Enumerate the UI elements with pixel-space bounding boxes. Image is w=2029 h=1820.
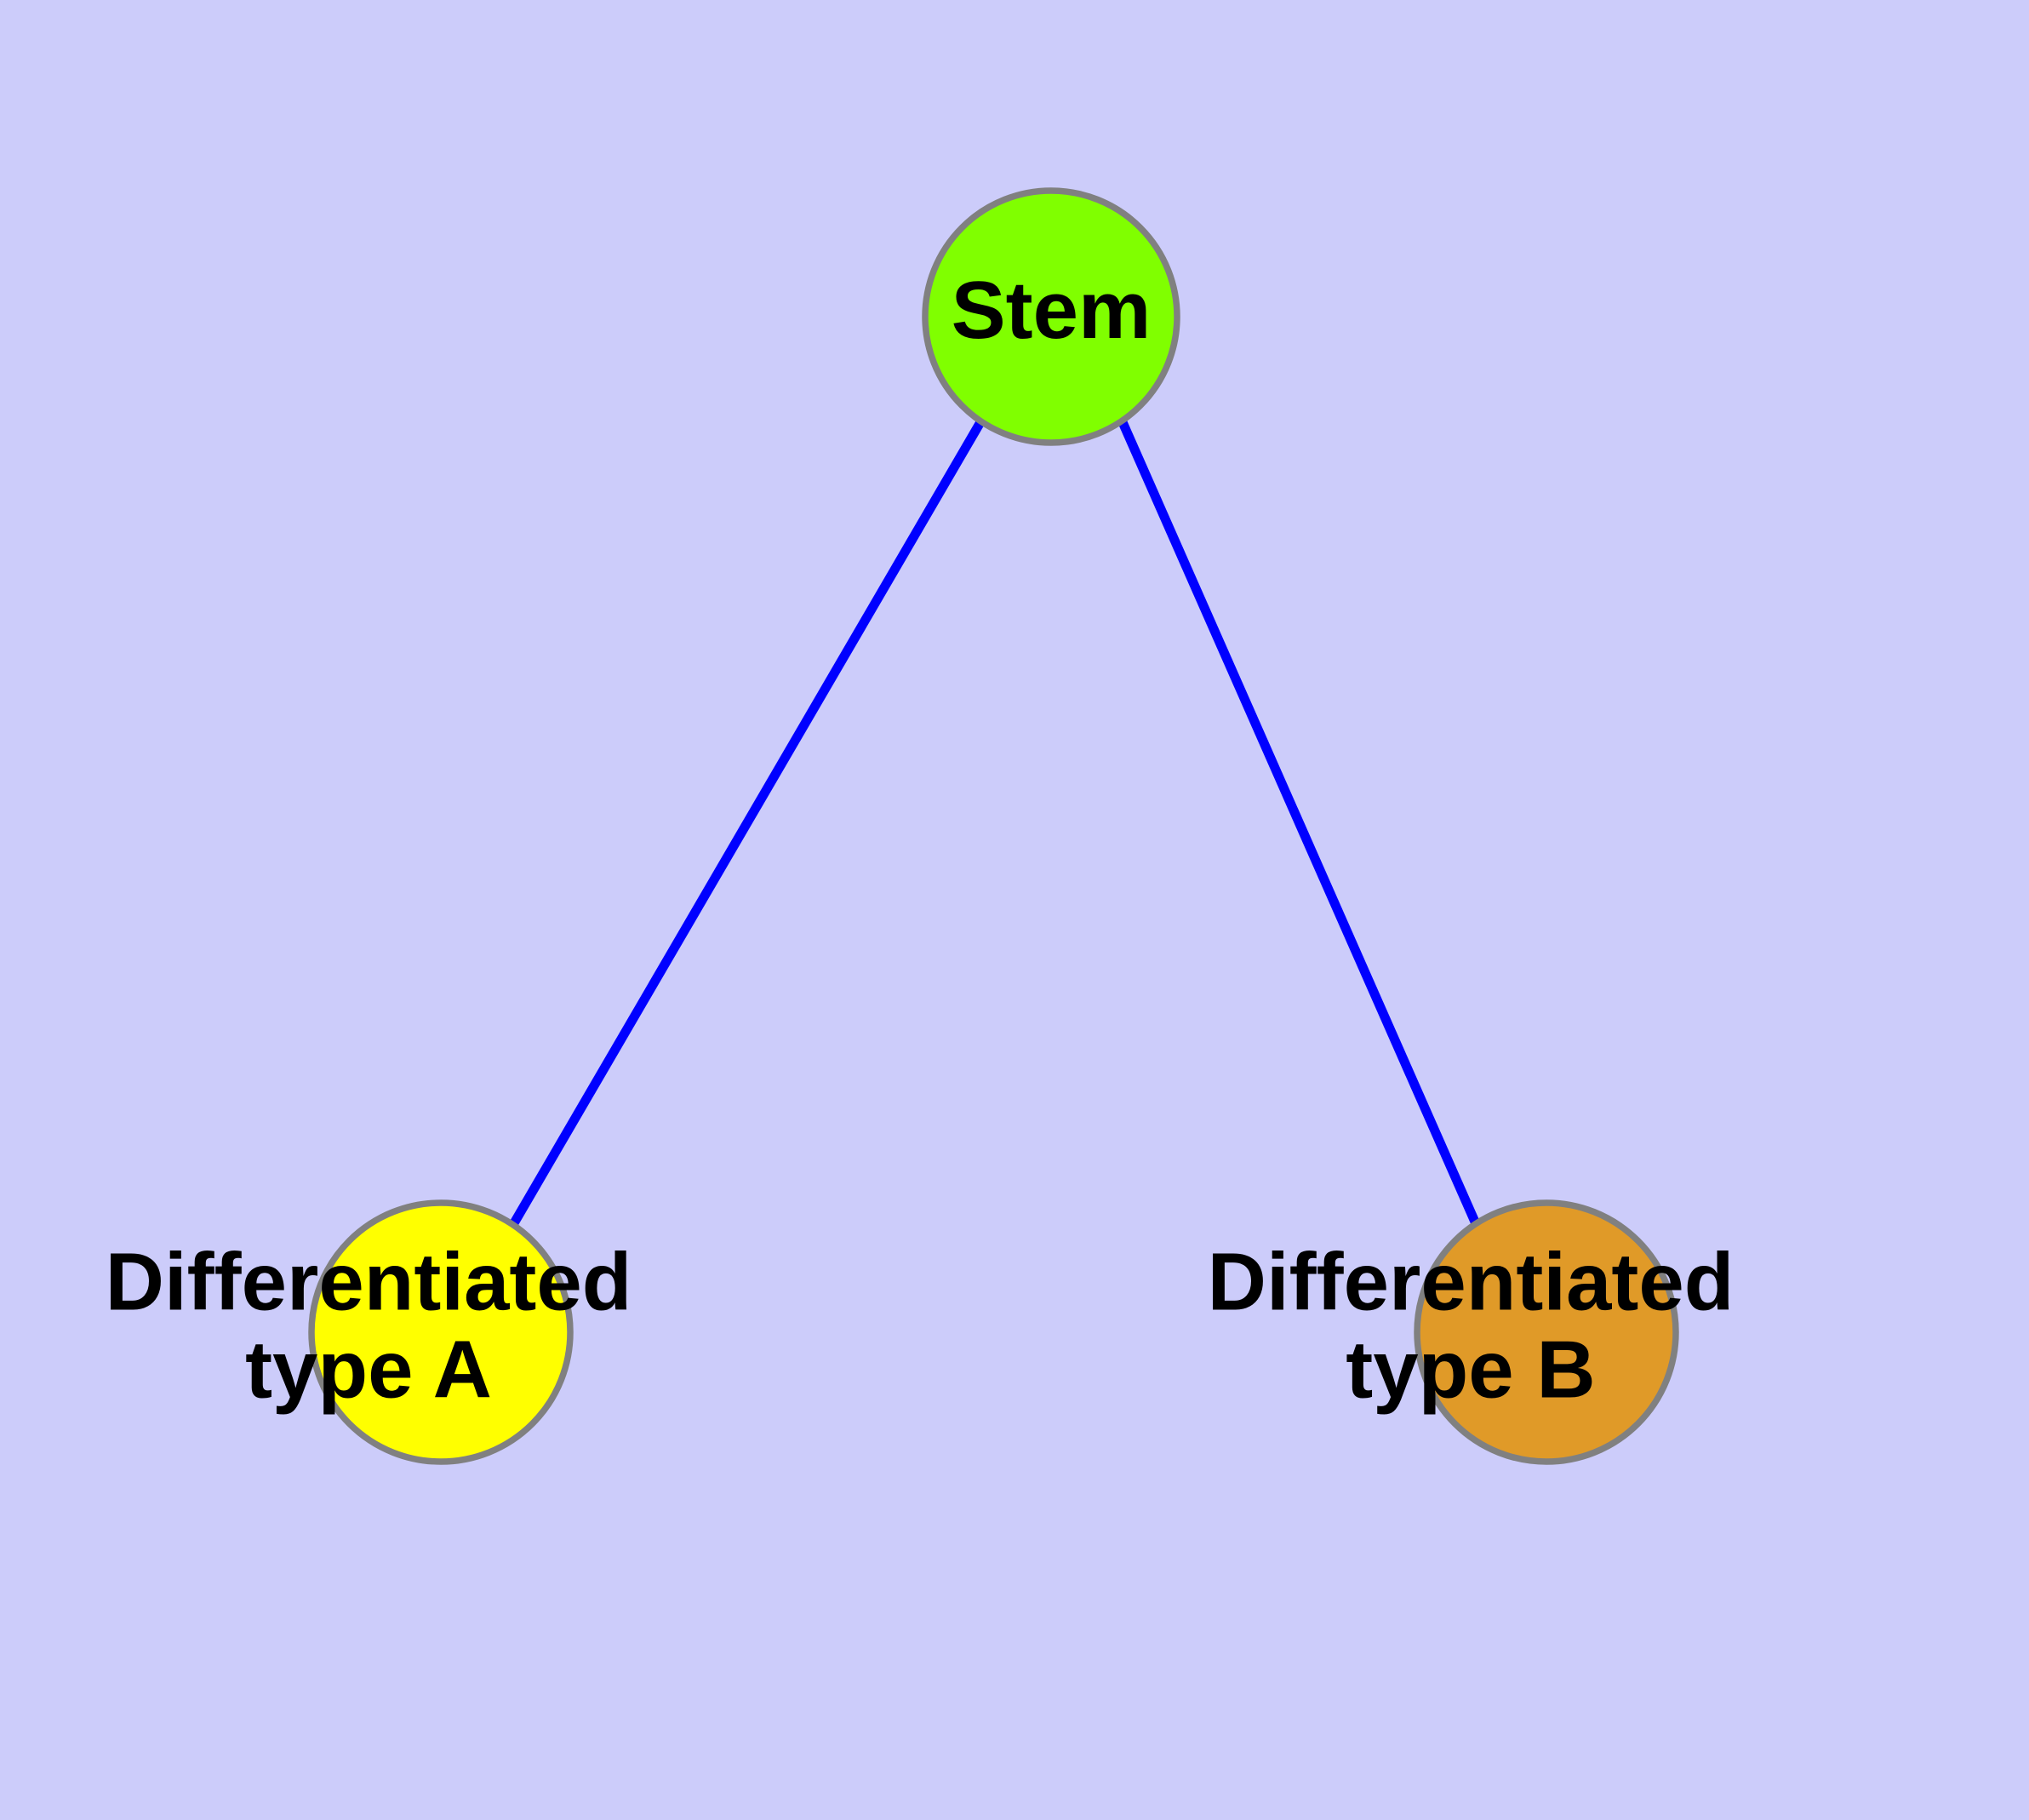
node-stem-circle[interactable] [922,187,1180,446]
node-diff-b[interactable] [1414,1199,1679,1465]
edge-layer [507,420,1483,1230]
node-diff-a-circle[interactable] [308,1199,574,1465]
node-diff-a[interactable] [308,1199,574,1465]
node-stem-label: Stem [952,265,1152,356]
edge-stem-to-diff-a[interactable] [507,420,985,1230]
node-stem[interactable] [922,187,1180,446]
edge-stem-to-diff-b[interactable] [1117,420,1483,1230]
node-layer [308,187,1679,1465]
node-diff-b-circle[interactable] [1414,1199,1679,1465]
